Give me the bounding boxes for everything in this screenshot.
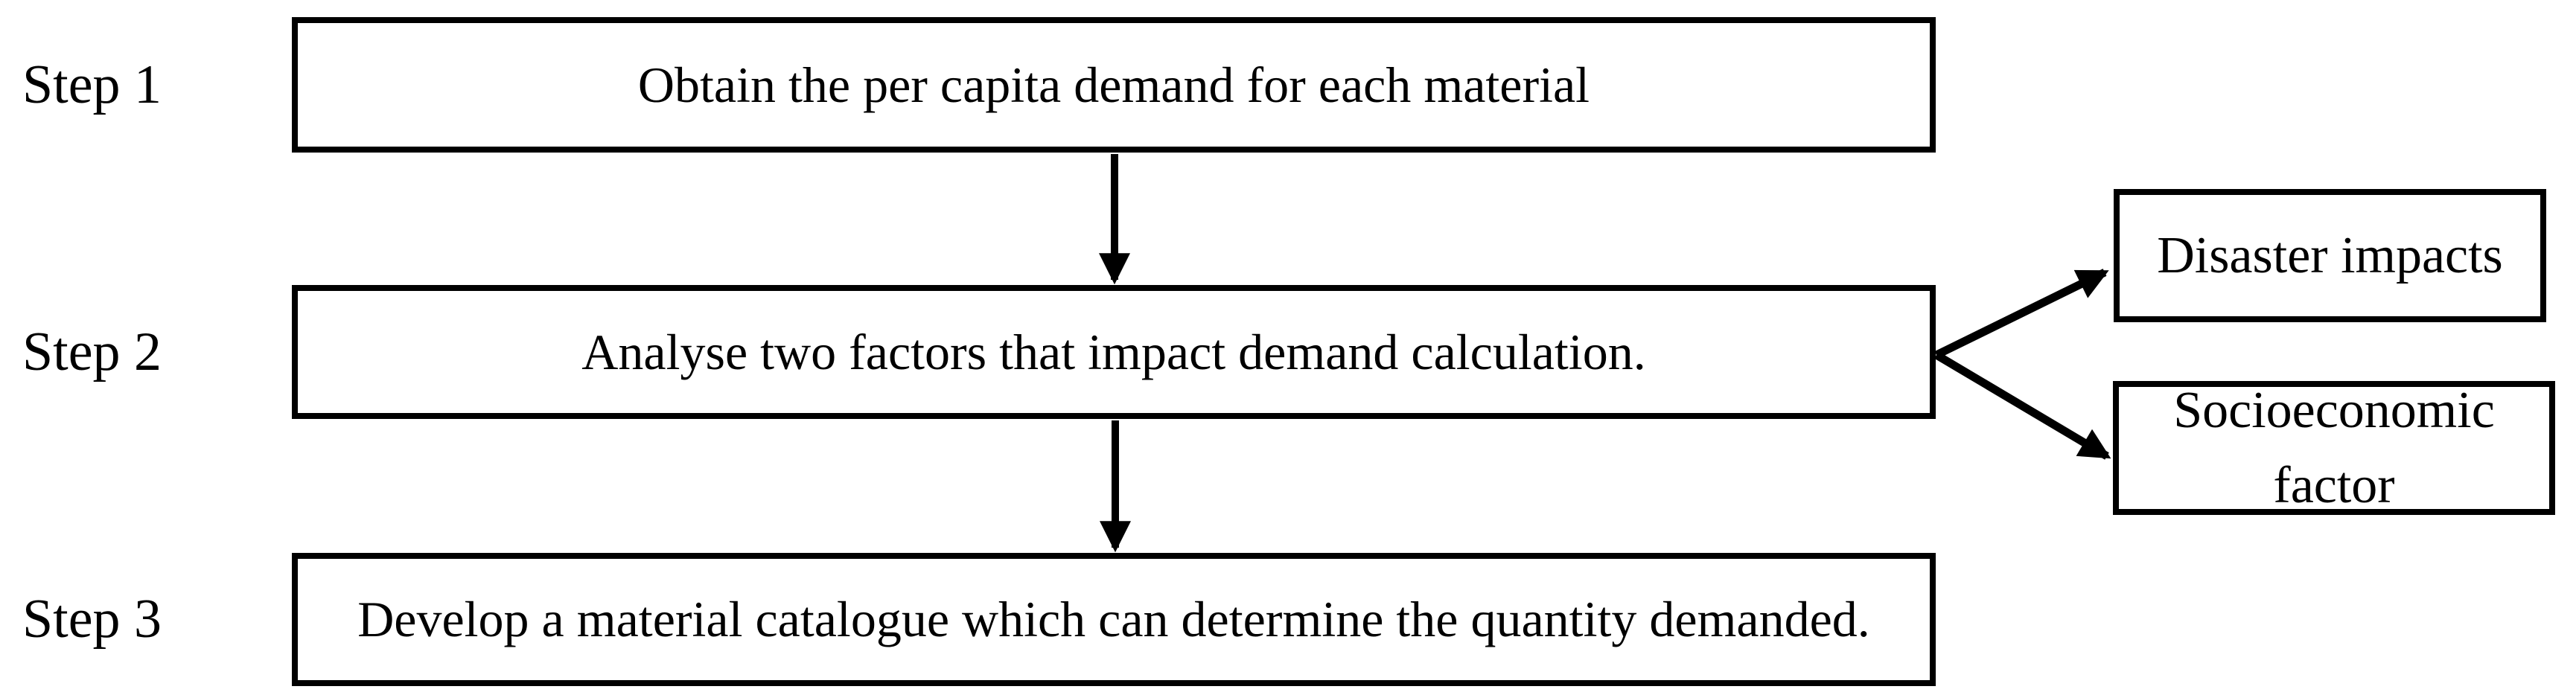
step-1-box-text: Obtain the per capita demand for each ma…	[637, 56, 1590, 113]
step-1-box: Obtain the per capita demand for each ma…	[292, 17, 1936, 153]
step-3-label-text: Step 3	[22, 589, 162, 650]
step-2-box-text: Analyse two factors that impact demand c…	[581, 323, 1646, 380]
step-3-label: Step 3	[22, 553, 246, 686]
step-2-label-text: Step 2	[22, 321, 162, 382]
step-2-box: Analyse two factors that impact demand c…	[292, 285, 1936, 419]
step-3-box: Develop a material catalogue which can d…	[292, 553, 1936, 686]
socioeconomic-factor-text: Socioeconomic factor	[2173, 381, 2495, 515]
arrow-step2-to-disaster-impacts	[1934, 269, 2109, 359]
disaster-impacts-box: Disaster impacts	[2114, 189, 2546, 322]
step-3-box-text: Develop a material catalogue which can d…	[357, 591, 1870, 647]
disaster-impacts-text: Disaster impacts	[2157, 226, 2503, 284]
step-1-label: Step 1	[22, 17, 246, 153]
socioeconomic-factor-box: Socioeconomic factor	[2113, 381, 2555, 515]
step-2-label: Step 2	[22, 285, 246, 419]
step-1-label-text: Step 1	[22, 54, 162, 115]
arrow-step2-to-socioeconomic-factor	[1934, 351, 2111, 460]
